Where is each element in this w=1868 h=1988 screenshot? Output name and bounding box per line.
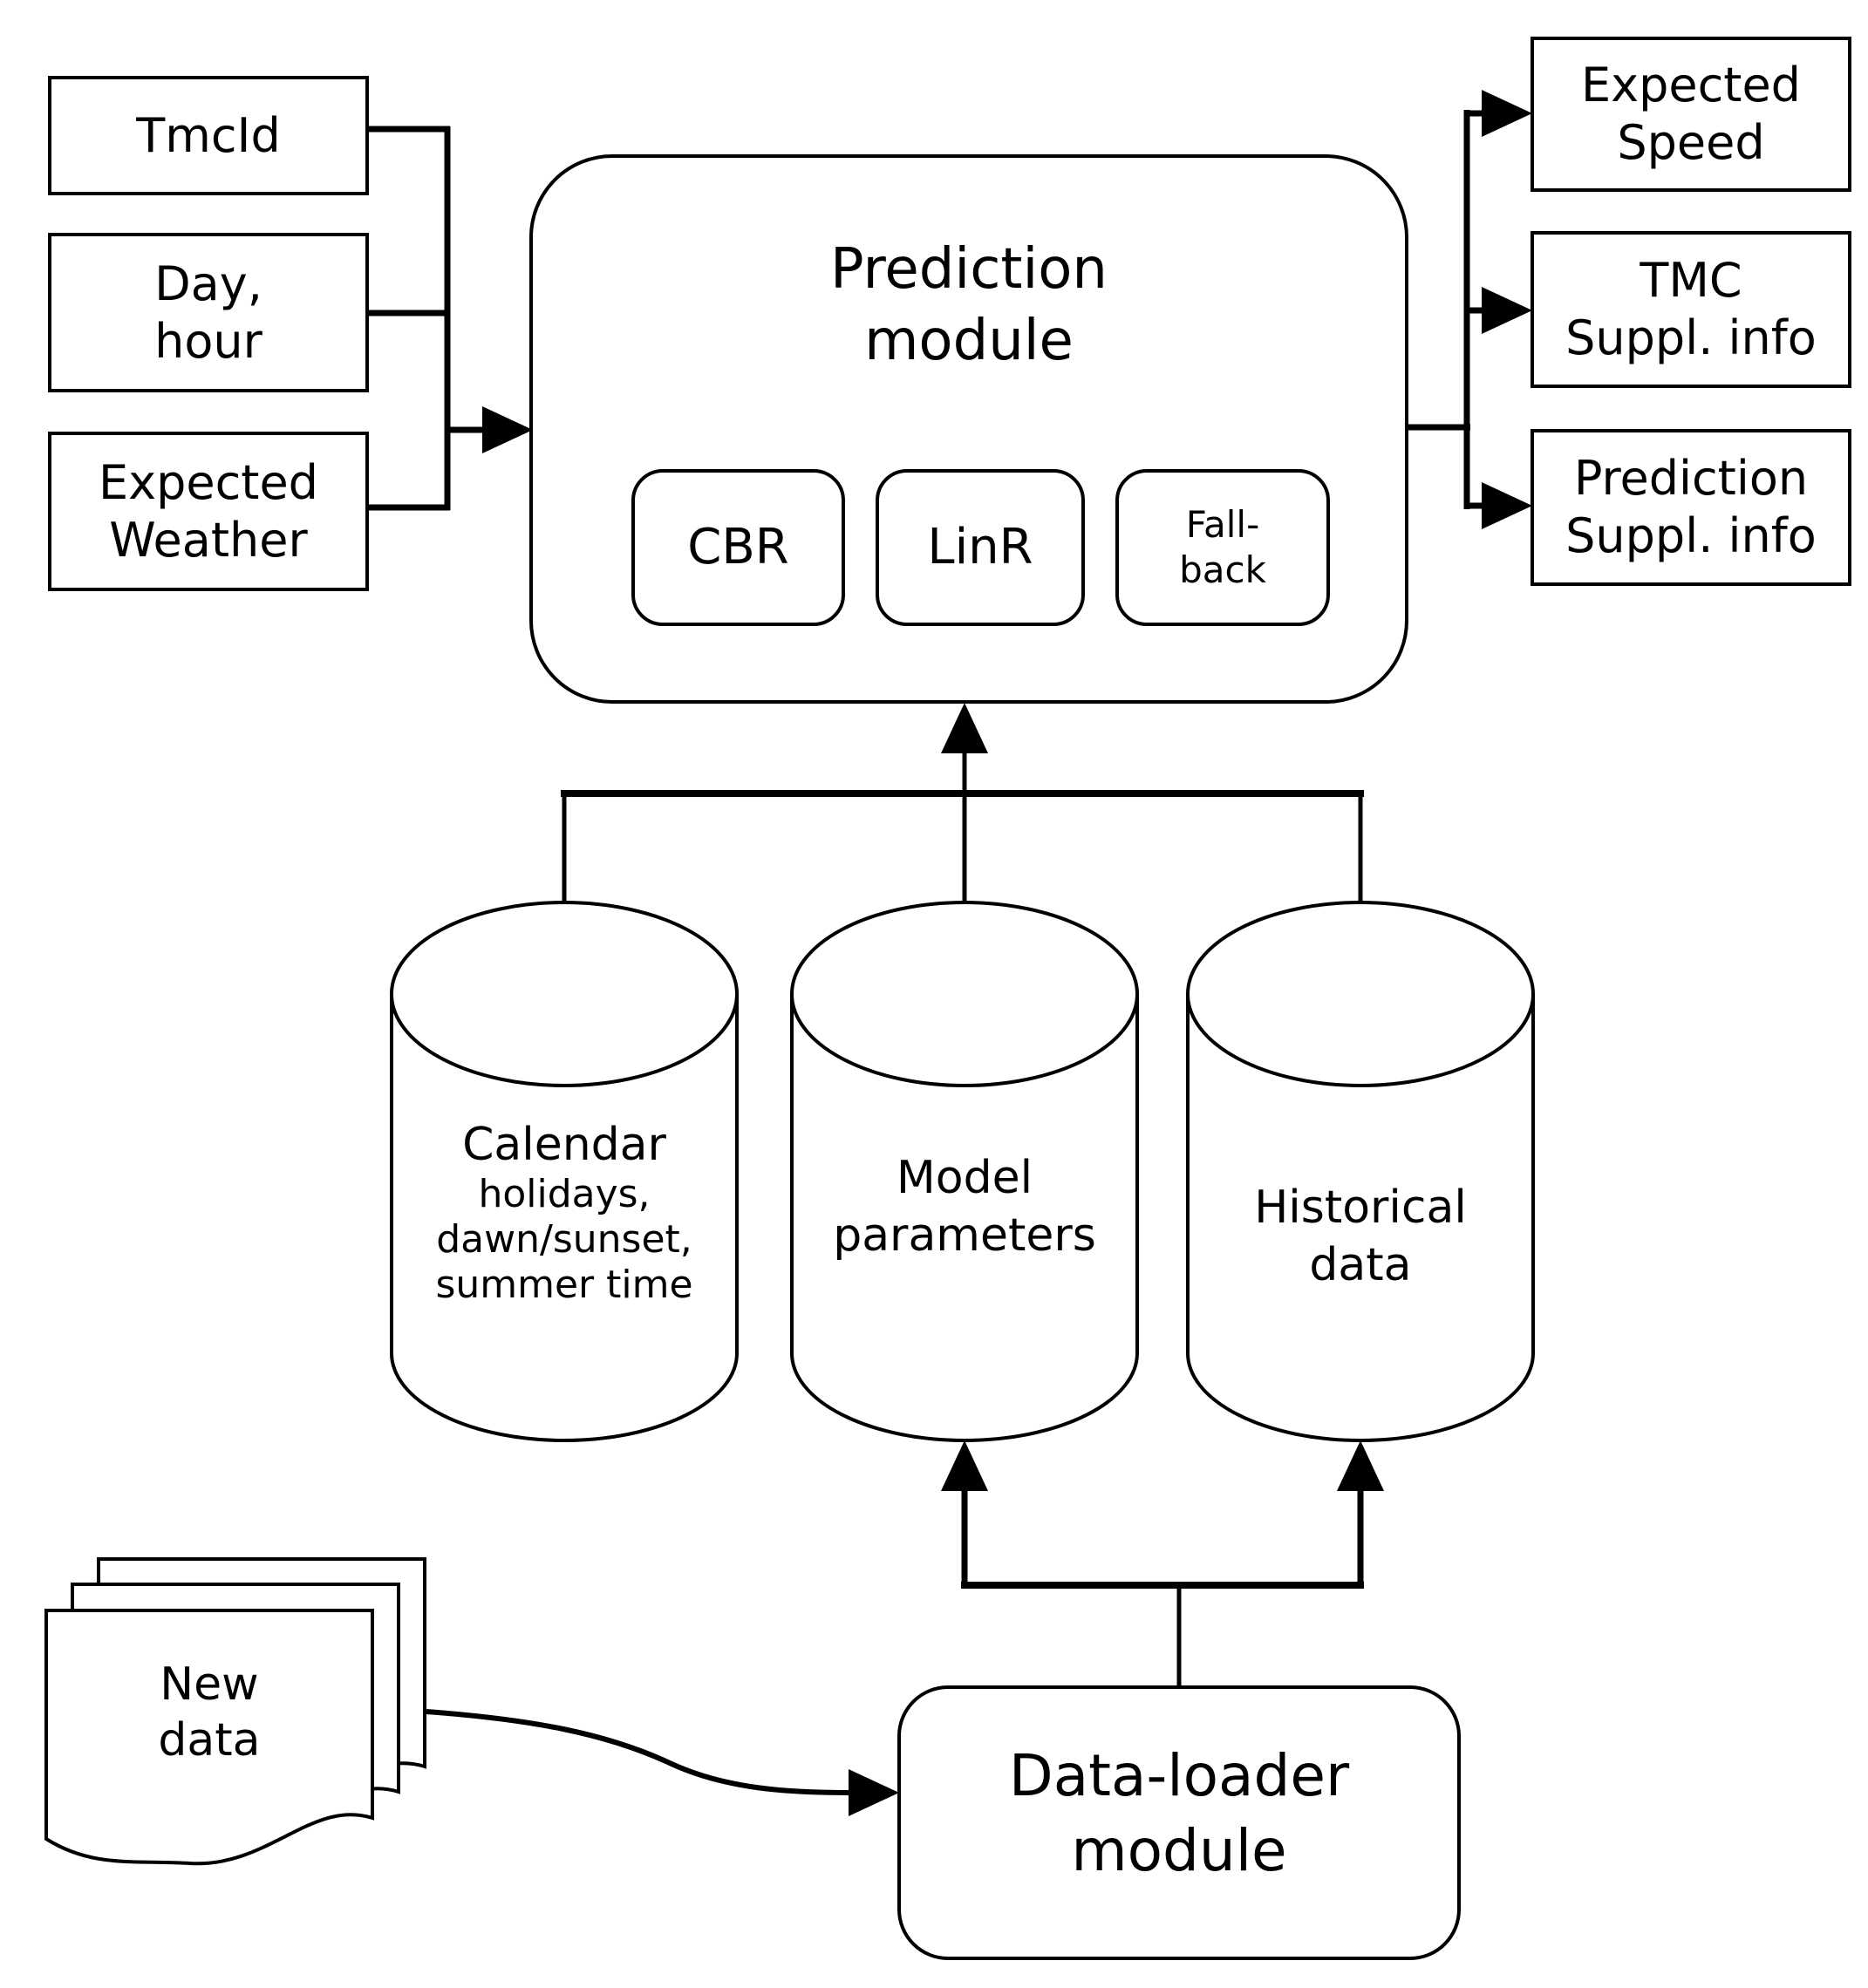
arrowhead-expected-speed xyxy=(1482,90,1532,137)
submodule-fallback: Fall- back xyxy=(1115,469,1330,626)
input-label-expected-weather: Expected Weather xyxy=(99,454,318,568)
cylinder-model-parameters-body xyxy=(790,994,1139,1442)
submodule-label-fallback: Fall- back xyxy=(1179,503,1266,591)
cylinder-model-parameters-top xyxy=(790,901,1139,1087)
prediction-module-title: Prediction module xyxy=(830,237,1108,373)
cylinder-historical-data-top xyxy=(1186,901,1535,1087)
document-front xyxy=(44,1609,374,1866)
arrowhead-up-model-parameters xyxy=(941,1440,988,1491)
output-box-prediction-suppl-info: Prediction Suppl. info xyxy=(1531,429,1851,586)
output-label-prediction-suppl-info: Prediction Suppl. info xyxy=(1565,451,1817,563)
input-box-expected-weather: Expected Weather xyxy=(48,432,369,591)
cylinder-calendar-top xyxy=(390,901,739,1087)
arrowhead-up-prediction-module xyxy=(941,703,988,753)
input-box-tmcid: TmcId xyxy=(48,76,369,195)
arrowhead-prediction-suppl xyxy=(1482,482,1532,529)
data-loader-module-title: Data-loader module xyxy=(1008,1742,1350,1884)
output-label-expected-speed: Expected Speed xyxy=(1581,58,1801,170)
arrowhead-into-loader xyxy=(849,1769,899,1816)
output-box-expected-speed: Expected Speed xyxy=(1531,37,1851,192)
new-data-document-stack xyxy=(44,1557,426,1866)
submodule-linr: LinR xyxy=(876,469,1085,626)
datastore-title-historical-data: Historical data xyxy=(1254,1181,1467,1291)
datastore-cylinders xyxy=(390,901,1535,1442)
arrowhead-tmc-suppl xyxy=(1482,287,1532,334)
curve-newdata-to-loader xyxy=(426,1709,851,1795)
loader-connectors xyxy=(941,1440,1384,1688)
datastore-top-connectors xyxy=(561,703,1364,924)
cylinder-historical-data-body xyxy=(1186,994,1535,1442)
new-data-connector xyxy=(426,1709,899,1816)
new-data-label: New data xyxy=(158,1658,261,1767)
output-connectors xyxy=(1405,90,1532,529)
datastore-title-model-parameters: Model parameters xyxy=(833,1152,1096,1262)
input-label-tmcid: TmcId xyxy=(136,107,281,163)
input-label-day-hour: Day, hour xyxy=(154,255,262,369)
cylinder-calendar-body xyxy=(390,994,739,1442)
submodule-label-linr: LinR xyxy=(927,518,1033,575)
output-label-tmc-suppl-info: TMC Suppl. info xyxy=(1565,253,1817,365)
datastore-subtitle-calendar: holidays, dawn/sunset, summer time xyxy=(435,1172,693,1307)
arrowhead-up-historical-data xyxy=(1337,1440,1384,1491)
arrowhead-into-prediction-module xyxy=(482,406,533,453)
submodule-cbr: CBR xyxy=(631,469,845,626)
datastore-title-calendar: Calendar xyxy=(462,1119,666,1171)
input-connectors xyxy=(369,126,533,511)
output-box-tmc-suppl-info: TMC Suppl. info xyxy=(1531,231,1851,388)
input-box-day-hour: Day, hour xyxy=(48,233,369,392)
data-loader-module xyxy=(897,1685,1461,1960)
submodule-label-cbr: CBR xyxy=(687,518,789,575)
